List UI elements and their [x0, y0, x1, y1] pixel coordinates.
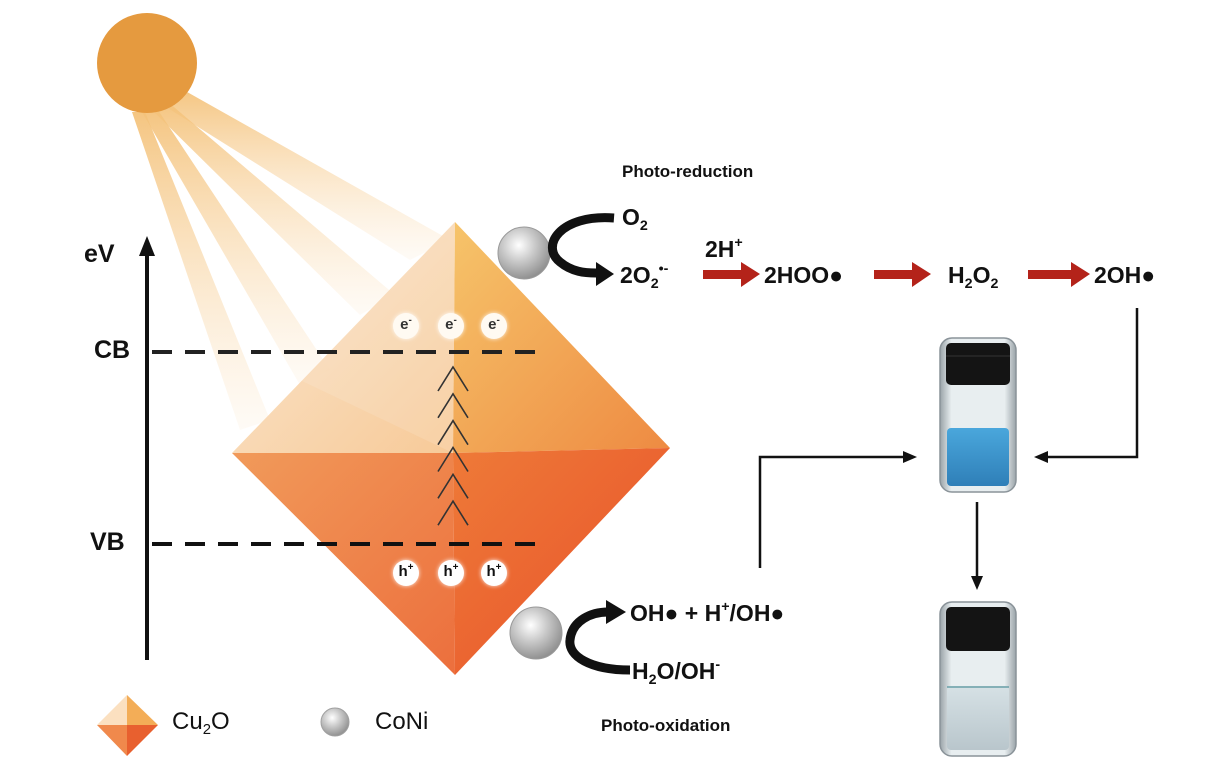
- coni-sphere-top: [497, 226, 551, 280]
- coni-sphere-bottom: [509, 606, 563, 660]
- connector-from-oxidation-arrowhead: [903, 451, 917, 463]
- electron-badge: e-: [481, 313, 507, 339]
- chevron-up-icon: [437, 419, 469, 446]
- h2o2-label: H2O2: [948, 262, 999, 292]
- cu2o-octahedron: [232, 222, 670, 675]
- legend-coni-label: CoNi: [375, 708, 429, 735]
- o2-reactant: O2: [622, 204, 648, 234]
- oh-radical-label: 2OH●: [1094, 262, 1156, 288]
- photo-reduction-title: Photo-reduction: [622, 162, 754, 181]
- hole-badge: h+: [393, 560, 419, 586]
- sphere-icon: [320, 707, 350, 737]
- reduction-arrowhead: [596, 262, 614, 286]
- red-arrow-1: [703, 262, 760, 287]
- sun-icon: [97, 13, 197, 113]
- red-arrow-3: [1028, 262, 1090, 287]
- electron-badge: e-: [393, 313, 419, 339]
- connector-from-oh-arrowhead: [1034, 451, 1048, 463]
- excitation-chevrons: [437, 365, 469, 526]
- energy-axis-arrowhead: [139, 236, 155, 256]
- connector-from-oxidation: [758, 455, 905, 568]
- oxidation-arrowhead: [606, 600, 626, 624]
- oxidation-product-label: OH● + H+/OH●: [630, 599, 785, 626]
- red-flow-arrows: [703, 262, 1090, 287]
- hole-badge: h+: [438, 560, 464, 586]
- vial-before: [939, 337, 1017, 493]
- chevron-up-icon: [437, 472, 469, 499]
- oxidation-curved-arrow: [565, 607, 631, 675]
- connector-vial-down-arrowhead: [971, 576, 983, 590]
- chevron-up-icon: [437, 499, 469, 526]
- light-beam: [155, 88, 450, 260]
- light-beam: [142, 110, 330, 385]
- connector-from-oh: [1046, 308, 1139, 459]
- electron-badge: e-: [438, 313, 464, 339]
- vb-label: VB: [90, 528, 125, 556]
- hoo-radical-label: 2HOO●: [764, 262, 844, 288]
- chevron-up-icon: [437, 445, 469, 472]
- light-beam: [150, 102, 395, 315]
- reduction-curved-arrow: [547, 213, 615, 278]
- hole-badge: h+: [481, 560, 507, 586]
- chevron-up-icon: [437, 392, 469, 419]
- proton-label: 2H+: [705, 235, 743, 262]
- chevron-up-icon: [437, 365, 469, 392]
- superoxide-label: 2O2•-: [620, 261, 669, 292]
- octahedron-icon: [97, 695, 158, 756]
- vial-after: [939, 601, 1017, 757]
- photo-oxidation-title: Photo-oxidation: [601, 716, 731, 735]
- red-arrow-2: [874, 262, 931, 287]
- cb-label: CB: [94, 336, 131, 364]
- legend-cu2o-label: Cu2O: [172, 708, 230, 739]
- energy-axis-label: eV: [84, 240, 115, 268]
- oxidation-reactant-label: H2O/OH-: [632, 657, 721, 688]
